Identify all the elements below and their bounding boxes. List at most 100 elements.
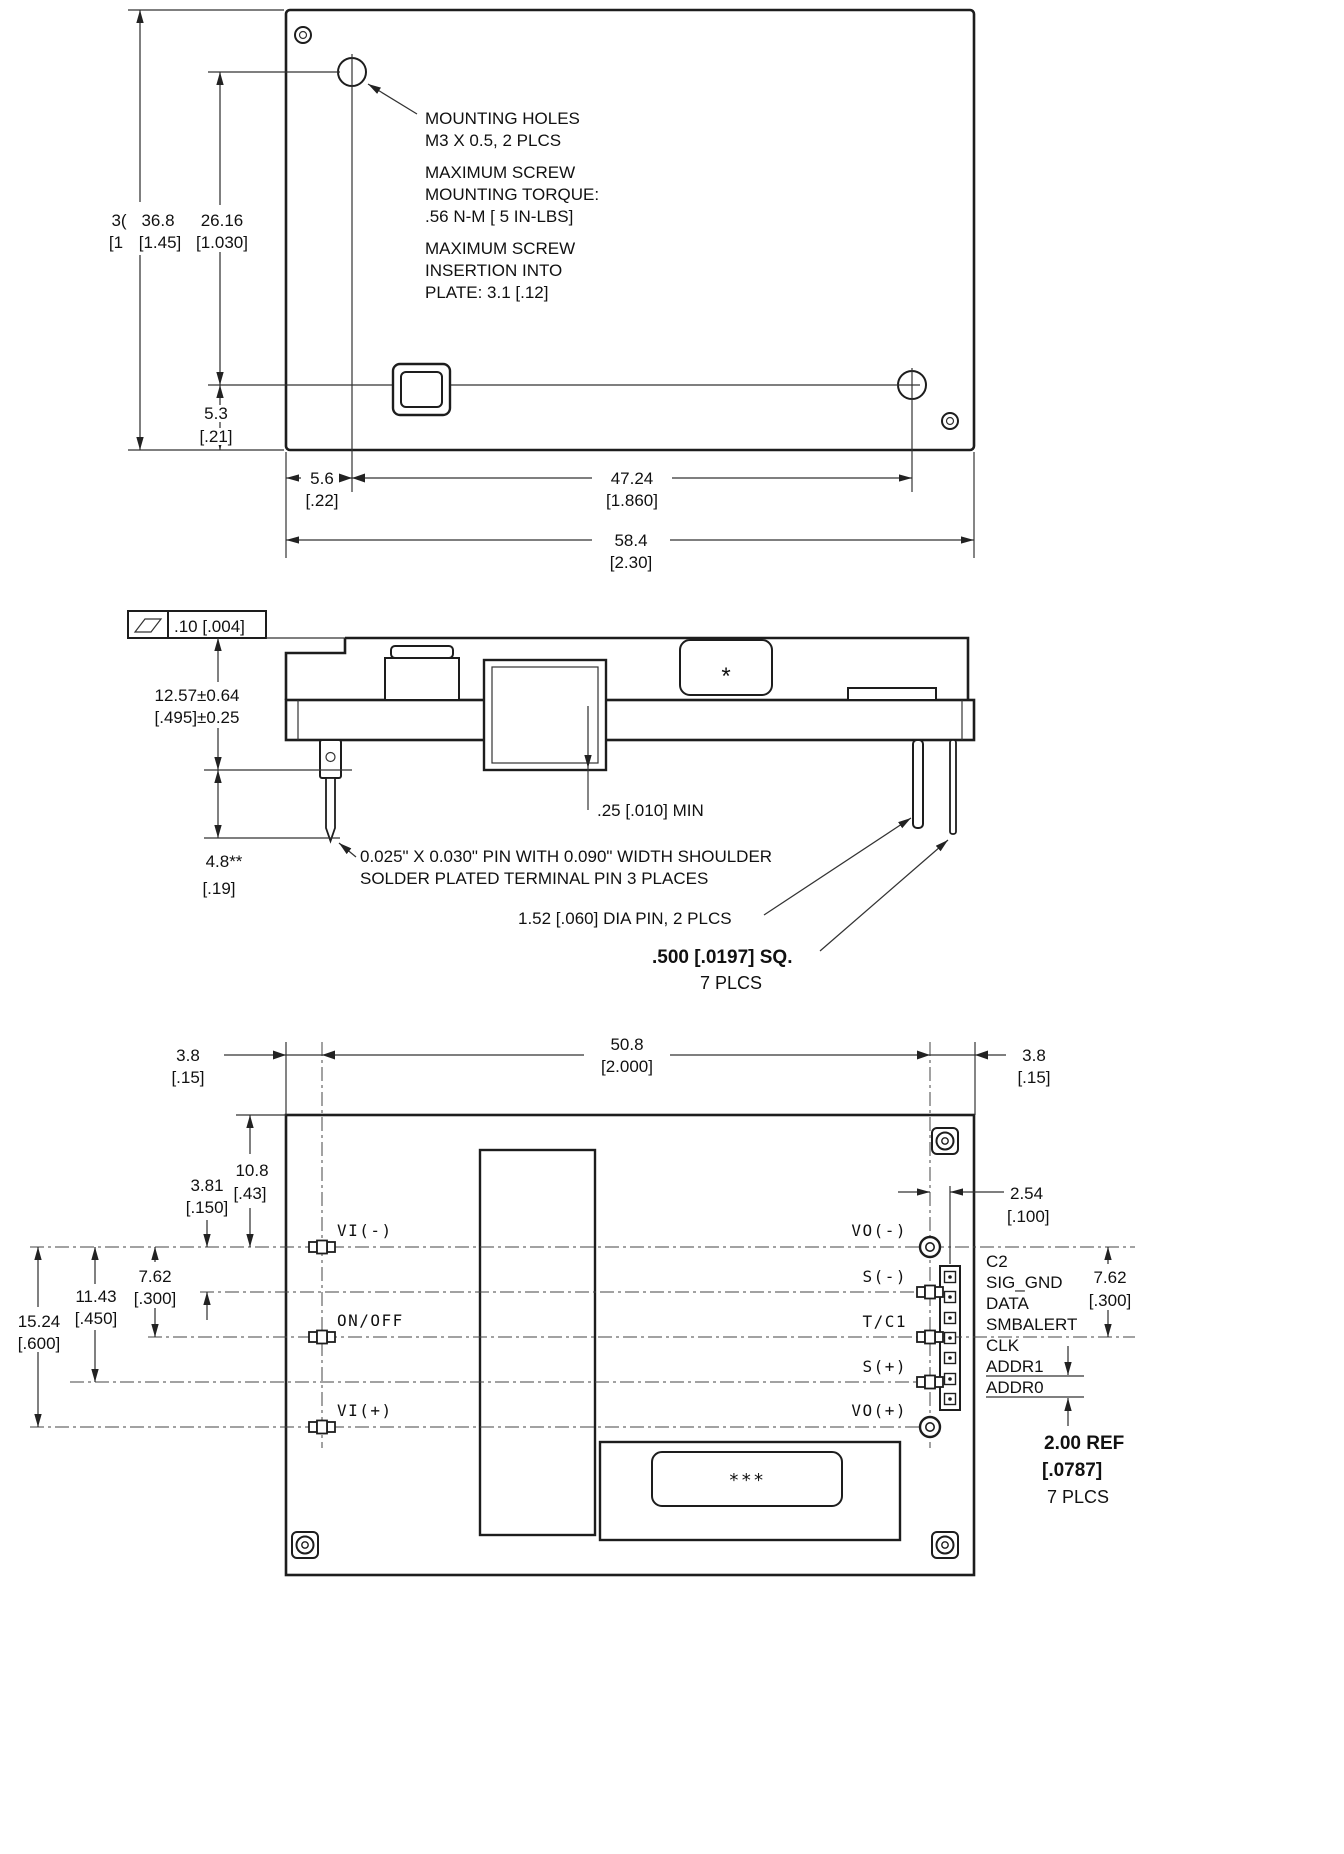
note-line: MAXIMUM SCREW [425,239,575,258]
dim-edge-right-in: [.15] [1017,1068,1050,1087]
pin-label-vo-pos: VO(+) [851,1401,907,1420]
pin-label-on-off: ON/OFF [337,1311,404,1330]
labeled-component-bottom: *** [598,1440,902,1542]
dim-height-ghost-mm: 3( [111,211,126,230]
pin-label-s-neg: S(-) [862,1267,907,1286]
top-view: 3( 36.8 [1 [1.45] 26.16 [1.030] 5.3 [.21… [109,8,976,572]
note-line: MAXIMUM SCREW [425,163,575,182]
dim-p381-in: [.150] [186,1198,229,1217]
dim-p381-mm: 3.81 [190,1176,223,1195]
dim-top-in: [.43] [233,1184,266,1203]
dim-span-mm: 50.8 [610,1035,643,1054]
dim-hole-span-mm: 47.24 [611,469,654,488]
component-star-mark: * [721,663,730,690]
bottom-view-extension-lines [236,1042,1084,1398]
note-line: PLATE: 3.1 [.12] [425,283,548,302]
signal-label-addr0: ADDR0 [986,1378,1044,1397]
dim-hole-bottom-in: [.21] [199,427,232,446]
ref-pitch-in: [.0787] [1042,1460,1102,1481]
dim-p1524-mm: 15.24 [18,1312,61,1331]
dim-hole-bottom-mm: 5.3 [204,404,228,423]
dia-pin [912,739,924,829]
dim-width-mm: 58.4 [614,531,647,550]
dim-hole-span-in: [1.860] [606,491,658,510]
dim-edge-right-mm: 3.8 [1022,1046,1046,1065]
ref-pitch-mm: 2.00 REF [1044,1433,1124,1454]
dim-hole-left-in: [.22] [305,491,338,510]
dim-p762r-in: [.300] [1089,1291,1132,1310]
pin-vo-pos [918,1415,942,1439]
flatness-symbol-icon [133,618,163,633]
torque-note: MAXIMUM SCREW MOUNTING TORQUE: .56 N-M [… [425,163,599,226]
note-line: INSERTION INTO [425,261,562,280]
dim-pin-in: [.19] [202,879,235,898]
terminal-pin-leader [338,842,357,858]
dim-standoff: .25 [.010] MIN [597,801,704,820]
mounting-holes-note: MOUNTING HOLES M3 X 0.5, 2 PLCS [425,109,580,150]
dim-height-in: [1.45] [139,233,182,252]
side-view: .10 [.004] * [127,610,976,993]
pin-on-off [308,1329,336,1345]
side-view-dimension-lines [214,638,949,952]
note-line: MOUNTING HOLES [425,109,580,128]
bottom-view-top-dimension [224,1050,1006,1060]
pin-s-neg [916,1284,944,1300]
connector-signal-labels: C2 SIG_GND DATA SMBALERT CLK ADDR1 ADDR0 [986,1252,1077,1397]
component-stars-mark: *** [728,1470,765,1491]
dim-p1143-mm: 11.43 [75,1287,116,1306]
dim-hole-y-in: [1.030] [196,233,248,252]
dim-body-mm: 12.57±0.64 [155,686,240,705]
signal-label-sig-gnd: SIG_GND [986,1273,1063,1292]
transformer-side [482,658,608,772]
dim-p1524-in: [.600] [18,1334,61,1353]
bottom-view-left-dimensions [34,1115,254,1427]
pin-vo-neg [918,1235,942,1259]
note-line: MOUNTING TORQUE: [425,185,599,204]
pin-label-vi-neg: VI(-) [337,1221,393,1240]
labeled-component: * [679,639,773,696]
dim-p254-in: [.100] [1007,1207,1050,1226]
corner-hole-top-left [294,26,312,44]
flatness-callout: .10 [.004] [127,610,267,639]
corner-screw-top-right [931,1127,959,1155]
connector-side [384,645,460,701]
base-plate [284,698,976,742]
module-profile [284,636,976,742]
bottom-view-right-dimensions [898,1188,1112,1426]
corner-hole-bottom-right [941,412,959,430]
mounting-hole-leader [367,83,418,115]
pin-s-pos [916,1374,944,1390]
note-line: .56 N-M [ 5 IN-LBS] [425,207,573,226]
dim-hole-left-mm: 5.6 [310,469,334,488]
signal-label-data: DATA [986,1294,1029,1313]
signal-label-clk: CLK [986,1336,1020,1355]
square-pin [949,739,957,835]
dim-height-mm: 36.8 [141,211,174,230]
pin-label-t-c1: T/C1 [862,1312,907,1331]
pin-t-c1 [916,1329,944,1345]
dim-top-mm: 10.8 [235,1161,268,1180]
dim-p1143-in: [.450] [75,1309,118,1328]
signal-label-smbalert: SMBALERT [986,1315,1077,1334]
ref-pitch-note: 2.00 REF [.0787] 7 PLCS [1042,1433,1124,1507]
terminal-pin-note-line1: 0.025" X 0.030" PIN WITH 0.090" WIDTH SH… [360,847,772,866]
terminal-pin-note-line2: SOLDER PLATED TERMINAL PIN 3 PLACES [360,869,708,888]
connector-strip-pins [943,1270,957,1406]
note-line: M3 X 0.5, 2 PLCS [425,131,561,150]
flat-component [847,687,937,701]
insertion-note: MAXIMUM SCREW INSERTION INTO PLATE: 3.1 … [425,239,575,302]
side-view-extension-lines [204,637,352,839]
signal-label-c2: C2 [986,1252,1008,1271]
square-pin-note-line2: 7 PLCS [700,973,762,993]
dim-height-ghost-in: [1 [109,233,123,252]
dim-p762l-in: [.300] [134,1289,177,1308]
pin-vi-neg [308,1239,336,1255]
flatness-value: .10 [.004] [174,617,245,636]
signal-label-addr1: ADDR1 [986,1357,1044,1376]
dia-pin-leader [763,817,912,916]
dim-p762r-mm: 7.62 [1093,1268,1126,1287]
pin-label-s-pos: S(+) [862,1357,907,1376]
dim-edge-left-in: [.15] [171,1068,204,1087]
